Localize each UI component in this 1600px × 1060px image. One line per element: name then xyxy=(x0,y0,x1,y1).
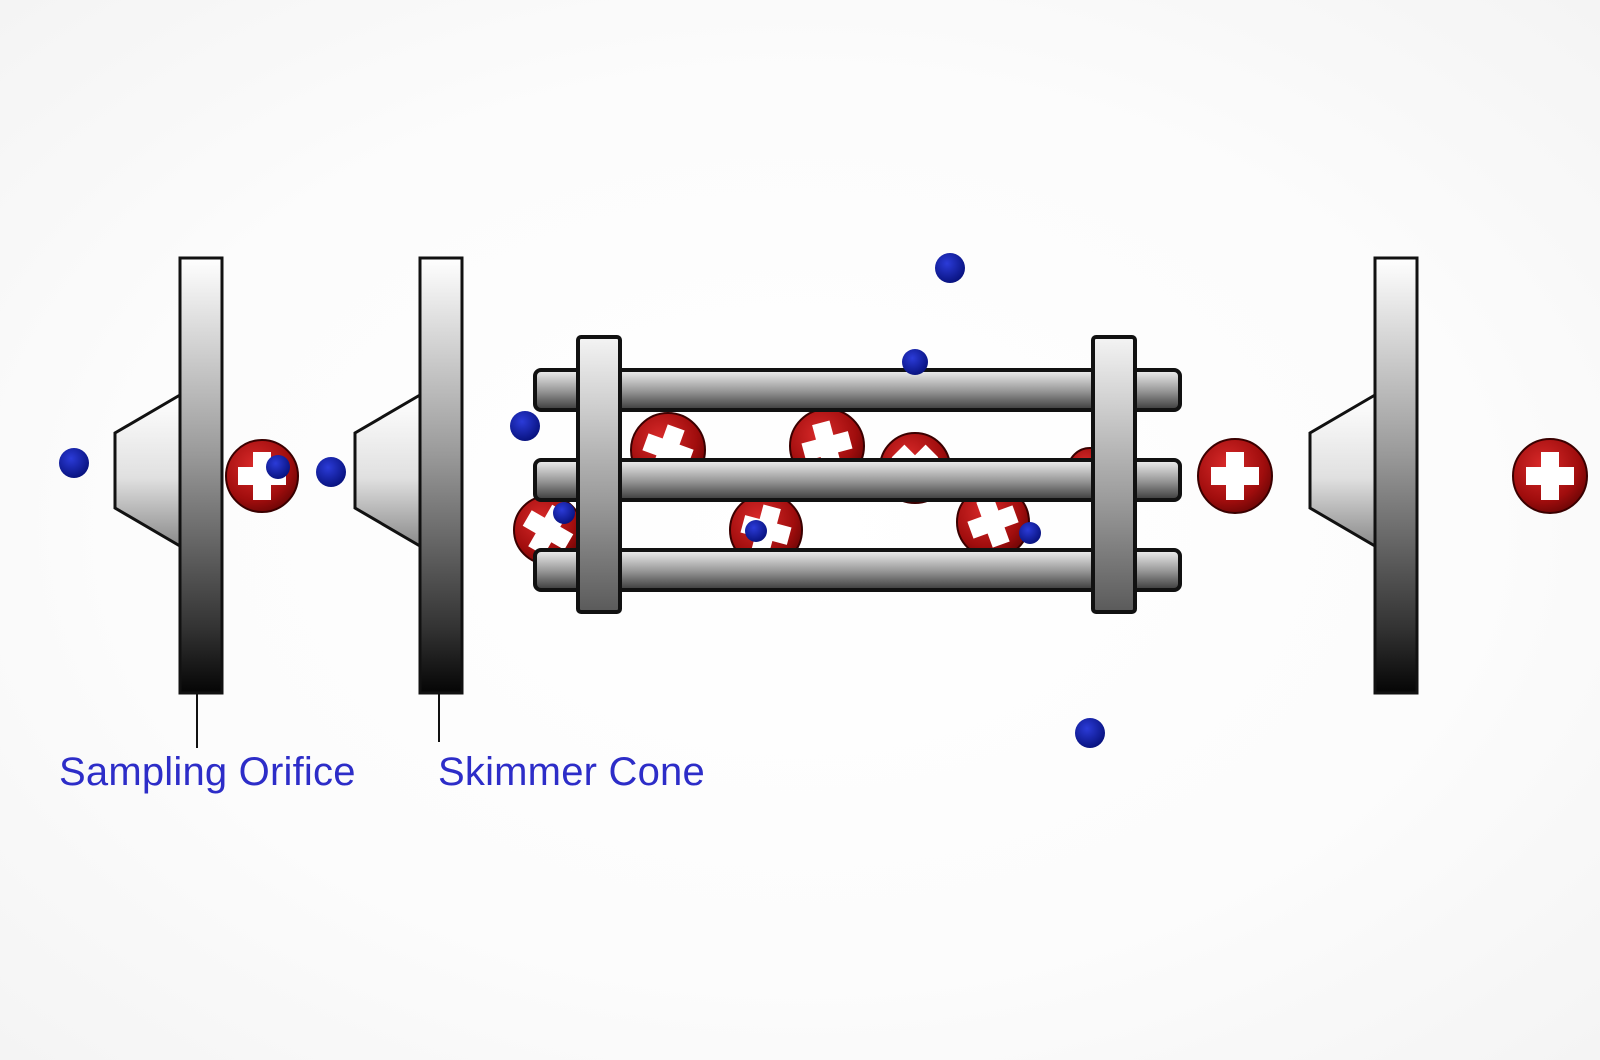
ion-guide-rod-bottom xyxy=(533,548,1182,592)
skimmer-cone-tip xyxy=(353,392,422,549)
neutral-particle-icon xyxy=(510,411,540,441)
ion-guide xyxy=(533,335,1182,614)
exit-cone-tip xyxy=(1308,392,1377,549)
sampling-orifice-label: Sampling Orifice xyxy=(59,750,356,794)
neutral-particles xyxy=(59,253,1105,748)
neutral-particle-icon xyxy=(902,349,928,375)
cation-icon xyxy=(1512,438,1588,514)
exit-cone xyxy=(1308,256,1419,695)
skimmer-cone xyxy=(353,256,464,742)
neutral-particle-icon xyxy=(935,253,965,283)
ions-outside-guide xyxy=(225,438,1588,514)
sampling-cone-tip xyxy=(113,392,182,549)
ion-guide-post-left xyxy=(576,335,622,614)
ion-guide-post-right xyxy=(1091,335,1137,614)
neutral-particle-icon xyxy=(1019,522,1041,544)
neutral-particle-icon xyxy=(59,448,89,478)
cation-icon xyxy=(1197,438,1273,514)
exit-cone-plate xyxy=(1373,256,1419,695)
neutral-particle-icon xyxy=(266,455,290,479)
neutral-particle-icon xyxy=(553,502,575,524)
skimmer-cone-label: Skimmer Cone xyxy=(438,750,705,794)
cation-icon xyxy=(956,485,1030,559)
sampling-cone-plate xyxy=(178,256,224,695)
ion-guide-rod-top xyxy=(533,368,1182,412)
neutral-particle-icon xyxy=(745,520,767,542)
cation-icon xyxy=(225,439,299,513)
skimmer-cone-plate xyxy=(418,256,464,695)
neutral-particle-icon xyxy=(1075,718,1105,748)
ion-guide-rod-middle xyxy=(533,458,1182,502)
sampling-cone xyxy=(113,256,224,748)
neutral-particle-icon xyxy=(316,457,346,487)
